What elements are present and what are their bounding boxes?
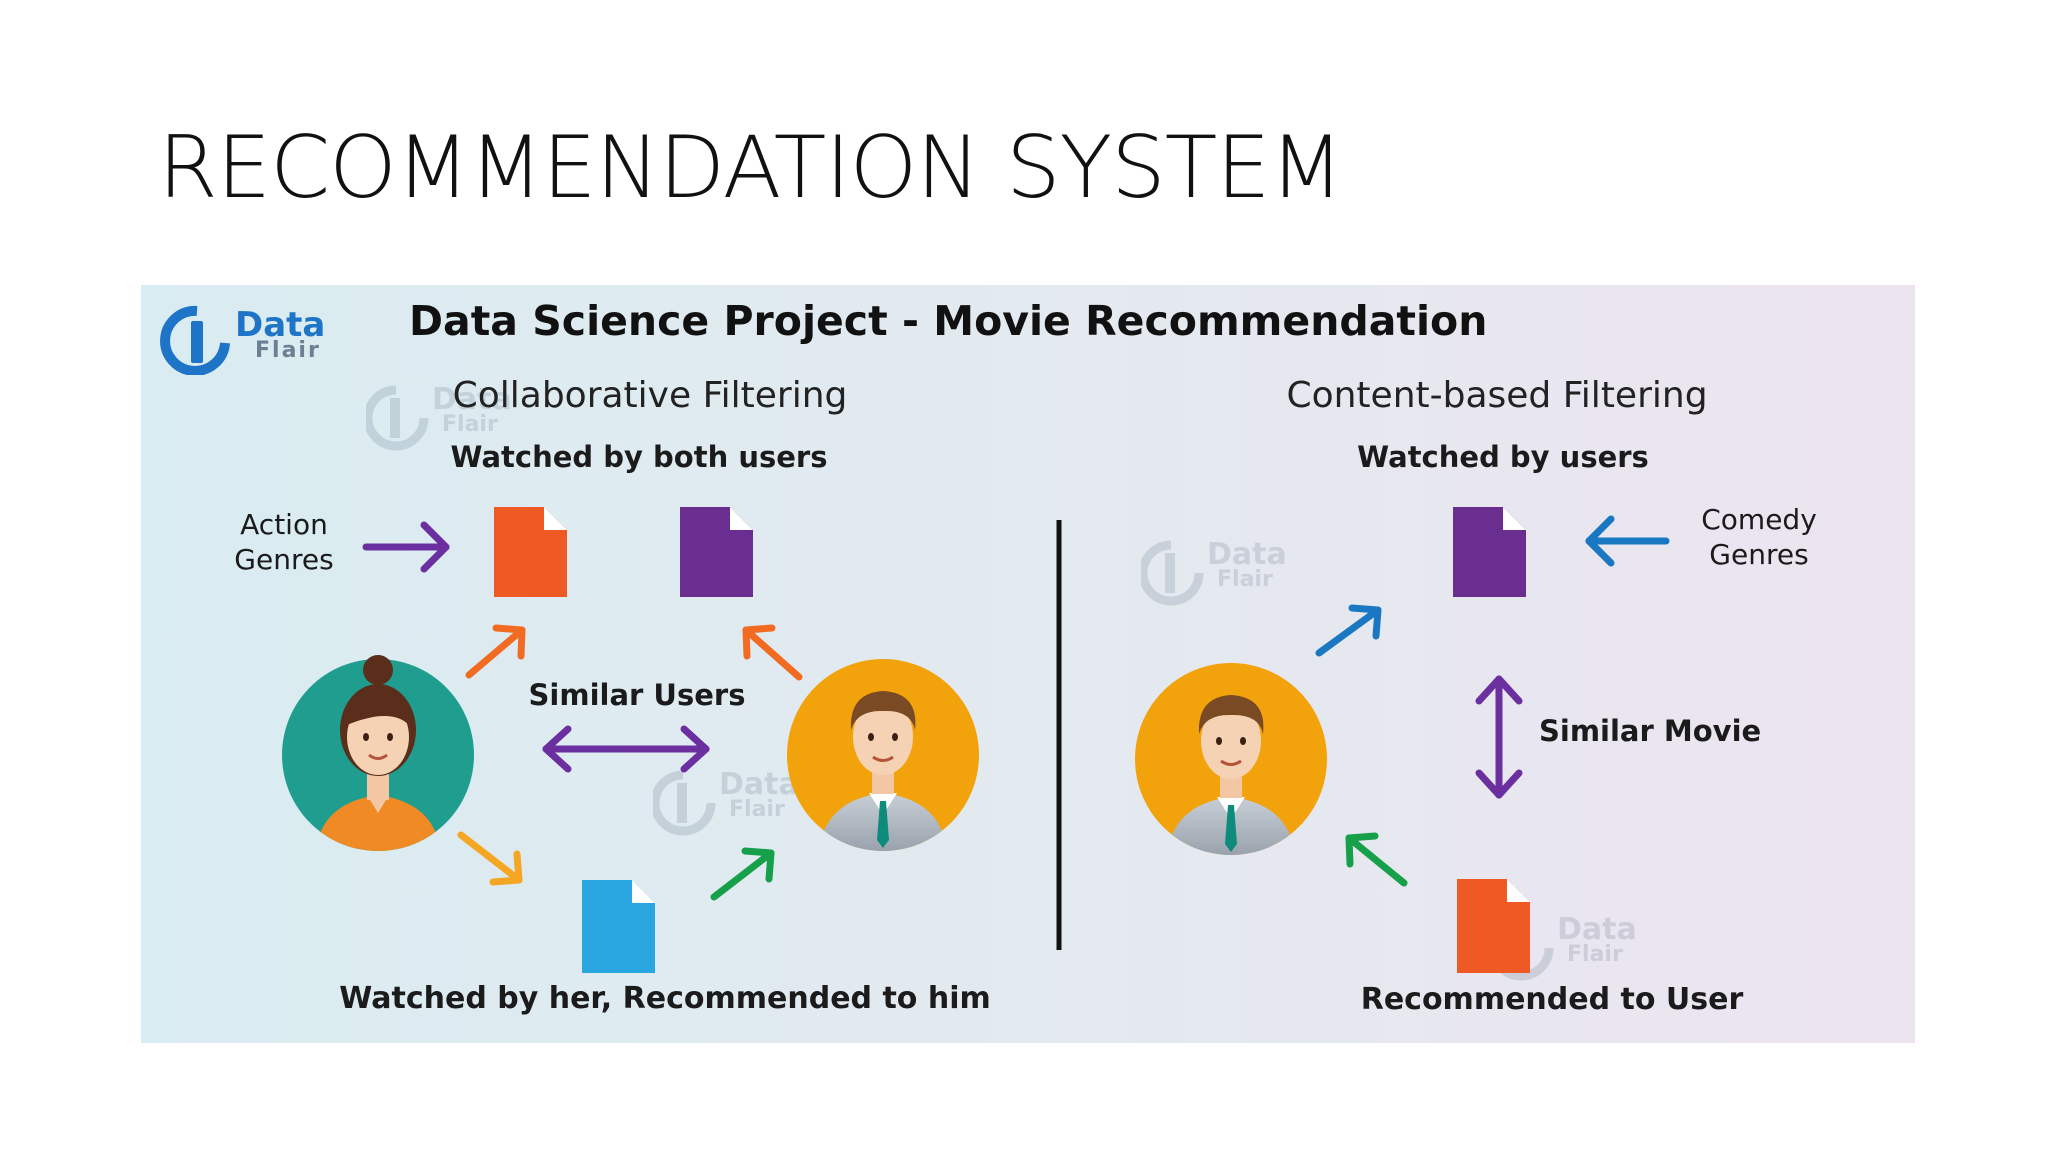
similar-movie-arrow-icon bbox=[1475, 675, 1523, 799]
content-based-heading: Content-based Filtering bbox=[1286, 375, 1708, 416]
user-to-document-arrow-icon bbox=[1315, 604, 1382, 657]
watermark-3: Data Flair bbox=[1138, 535, 1341, 620]
watermark-3-data: Data bbox=[1207, 537, 1287, 572]
watermark-4-data: Data bbox=[1557, 912, 1637, 947]
comedy-genres-arrow-icon bbox=[1585, 515, 1670, 567]
infographic-title: Data Science Project - Movie Recommendat… bbox=[409, 297, 1488, 345]
watermark-2-flair: Flair bbox=[729, 797, 785, 822]
purple-document-icon-right bbox=[1453, 507, 1526, 597]
collaborative-bottom-label: Watched by her, Recommended to him bbox=[339, 981, 991, 1016]
slide-title: RECOMMENDATION SYSTEM bbox=[158, 118, 1344, 218]
watermark-4-flair: Flair bbox=[1567, 942, 1623, 967]
orange-document-icon-right bbox=[1457, 879, 1530, 973]
recommendation-infographic: Data Flair Data Flair Data Flair Data Fl… bbox=[141, 285, 1915, 1043]
dataflair-logo-icon bbox=[160, 305, 230, 375]
blue-document-icon bbox=[582, 880, 655, 973]
woman-to-blue-arrow-icon bbox=[457, 831, 523, 886]
user-avatar-icon bbox=[1135, 663, 1327, 855]
comedy-genres-label: Genres bbox=[1709, 538, 1809, 571]
watermark-3-flair: Flair bbox=[1217, 567, 1273, 592]
dataflair-logo: Data Flair bbox=[155, 295, 355, 375]
action-label: Action bbox=[240, 508, 328, 541]
logo-flair-text: Flair bbox=[255, 338, 321, 363]
blue-to-man-arrow-icon bbox=[710, 847, 775, 901]
watermark-1-flair: Flair bbox=[442, 412, 498, 437]
watermark-1-data: Data bbox=[432, 382, 512, 417]
watermark-2: Data Flair bbox=[650, 765, 853, 850]
logo-data-text: Data bbox=[235, 305, 326, 345]
woman-avatar-icon bbox=[282, 655, 474, 851]
similar-movie-label: Similar Movie bbox=[1539, 714, 1762, 748]
content-watched-label: Watched by users bbox=[1357, 440, 1649, 474]
similar-users-label: Similar Users bbox=[528, 678, 746, 712]
action-genres-label: Genres bbox=[234, 543, 334, 576]
man-avatar-icon bbox=[787, 659, 979, 851]
collaborative-heading: Collaborative Filtering bbox=[452, 375, 848, 416]
comedy-label: Comedy bbox=[1701, 503, 1817, 536]
man-to-purple-arrow-icon bbox=[742, 624, 803, 681]
action-genres-arrow-icon bbox=[362, 521, 450, 573]
similar-users-arrow-icon bbox=[542, 725, 710, 773]
recommended-to-user-arrow-icon bbox=[1345, 832, 1408, 887]
watermark-2-data: Data bbox=[719, 767, 799, 802]
collaborative-watched-label: Watched by both users bbox=[450, 440, 828, 474]
purple-document-icon bbox=[680, 507, 753, 597]
orange-document-icon bbox=[494, 507, 567, 597]
woman-to-orange-arrow-icon bbox=[465, 624, 526, 679]
watermark-1: Data Flair bbox=[363, 380, 566, 465]
diagram-graphics bbox=[282, 507, 1670, 973]
content-bottom-label: Recommended to User bbox=[1360, 982, 1744, 1017]
